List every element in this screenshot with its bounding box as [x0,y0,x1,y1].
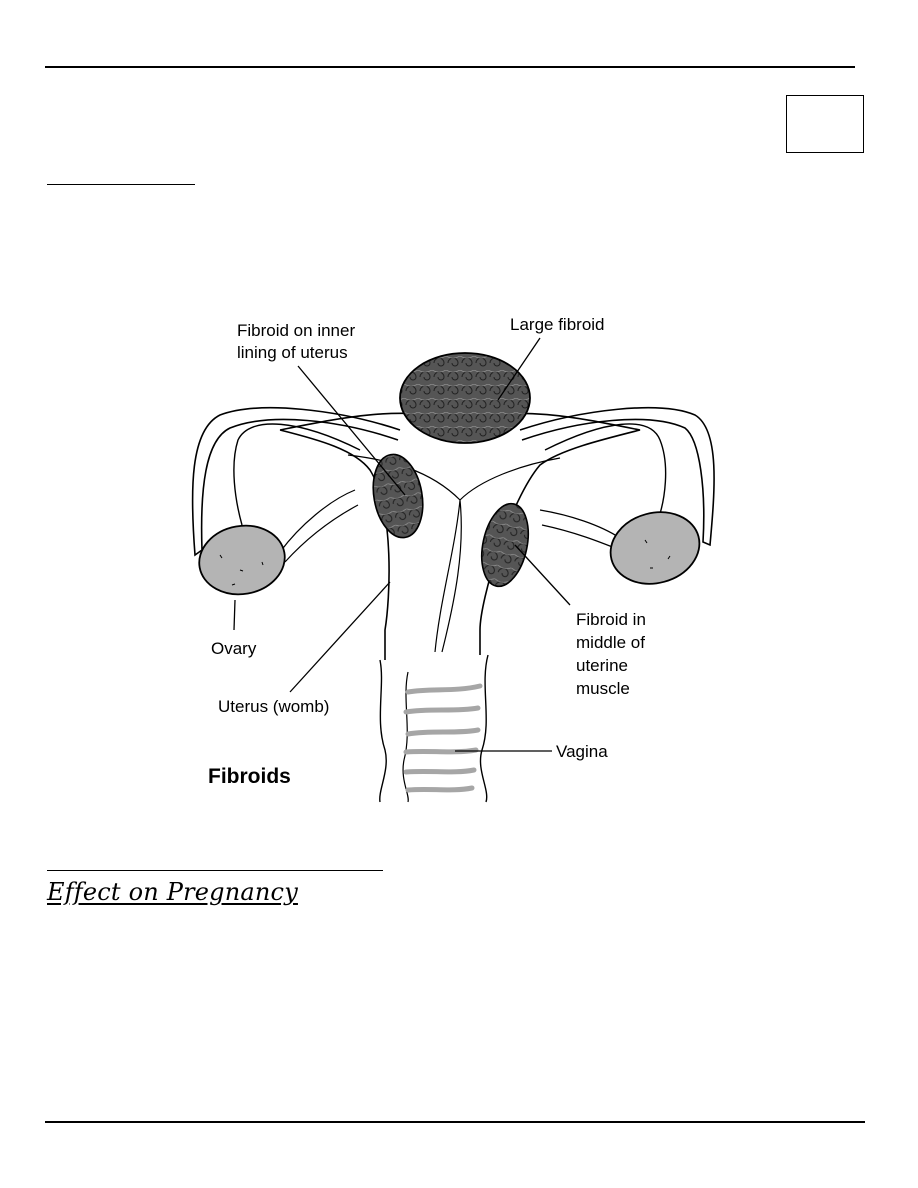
label-fibroid-inner-2: lining of uterus [237,343,348,362]
right-fallopian-tube [519,407,715,547]
section-underline-top [47,184,195,185]
header-rule [45,66,855,68]
diagram-caption: Fibroids [208,765,291,788]
large-fibroid-shape [399,352,531,444]
left-ovarian-ligament [279,489,359,563]
right-ovary-shape [609,511,701,585]
vagina-left-wall [379,659,387,803]
page-number-box [786,95,864,153]
label-fibroid-middle-3: uterine [576,656,628,675]
vagina-inner-left [402,671,409,803]
label-large-fibroid: Large fibroid [510,315,605,334]
fibroids-diagram: Fibroid on inner lining of uterus Large … [180,300,740,810]
right-ovarian-ligament [539,509,621,551]
effect-on-pregnancy-heading: Effect on Pregnancy [47,878,298,906]
pointer-lines [233,337,571,752]
left-tube-inner [233,423,361,526]
inner-lining-fibroid-shape [372,453,424,539]
vagina-right-wall [479,654,489,803]
label-fibroid-inner-1: Fibroid on inner [237,321,355,340]
right-tube-inner [544,423,667,521]
footer-rule [45,1121,865,1123]
left-ovary-shape [198,524,286,596]
label-ovary: Ovary [211,639,257,658]
label-fibroid-middle-4: muscle [576,679,630,698]
left-fallopian-tube [191,407,401,557]
vaginal-rugae [403,683,483,793]
muscle-fibroid-shape [480,502,530,588]
section-rule [47,870,383,871]
label-fibroid-middle-1: Fibroid in [576,610,646,629]
label-uterus: Uterus (womb) [218,697,329,716]
label-vagina: Vagina [556,742,608,761]
label-fibroid-middle-2: middle of [576,633,645,652]
